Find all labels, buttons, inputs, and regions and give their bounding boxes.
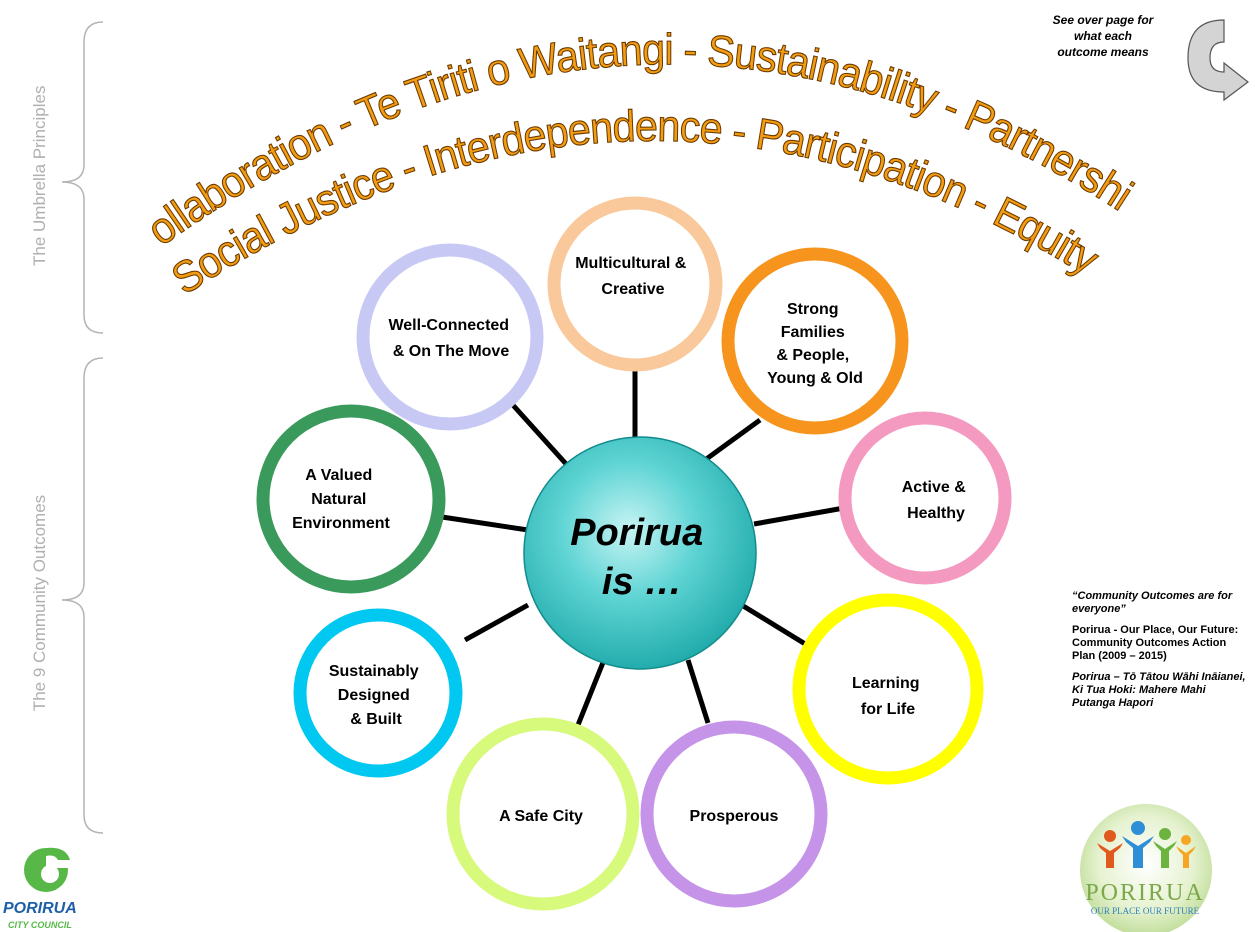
outcome-ring-strong-families bbox=[721, 247, 909, 435]
place-logo-name: PORIRUA bbox=[1085, 880, 1204, 906]
info-panel: “Community Outcomes are for everyone” Po… bbox=[1072, 590, 1250, 718]
label-line: & People, bbox=[776, 347, 849, 364]
label-line: Natural bbox=[311, 491, 366, 508]
outcome-label-sustainably-designed: Sustainably Designed & Built bbox=[329, 663, 423, 728]
outcome-rings bbox=[256, 196, 1012, 911]
curved-arrow-icon bbox=[1187, 19, 1249, 102]
label-line: & On The Move bbox=[393, 343, 510, 360]
label-line: Healthy bbox=[907, 505, 965, 522]
outcomes-bracket bbox=[61, 357, 104, 834]
label-line: Young & Old bbox=[767, 370, 863, 387]
label-line: for Life bbox=[861, 701, 915, 718]
info-maori-title: Porirua – Tō Tātou Wāhi Ināianei, Ki Tua… bbox=[1072, 671, 1246, 709]
council-logo-sub: CITY COUNCIL bbox=[8, 920, 72, 930]
label-line: Strong bbox=[787, 301, 839, 318]
outcome-labels: Multicultural & Creative Strong Families… bbox=[292, 255, 970, 825]
outcome-label-multicultural: Multicultural & Creative bbox=[575, 255, 691, 298]
outcome-ring-prosperous bbox=[640, 720, 828, 908]
outcome-ring-active-healthy bbox=[838, 411, 1012, 585]
label-line: Well-Connected bbox=[388, 317, 509, 334]
outcome-label-prosperous: Prosperous bbox=[690, 808, 779, 825]
info-plan-title: Porirua - Our Place, Our Future: Communi… bbox=[1072, 624, 1239, 662]
outcome-ring-safe-city bbox=[446, 717, 640, 911]
council-logo-name: PORIRUA bbox=[3, 900, 77, 917]
hub-circle bbox=[523, 436, 757, 670]
outcome-label-learning: Learning for Life bbox=[852, 675, 924, 718]
hub-line: is … bbox=[602, 561, 682, 603]
outcome-label-well-connected: Well-Connected & On The Move bbox=[388, 317, 513, 360]
principles-bracket bbox=[61, 21, 104, 334]
outcome-ring-learning bbox=[792, 593, 984, 785]
label-line: Environment bbox=[292, 515, 390, 532]
place-logo-sub: OUR PLACE OUR FUTURE bbox=[1091, 906, 1200, 916]
hub-line: Porirua bbox=[570, 512, 703, 554]
label-line: A Safe City bbox=[499, 808, 583, 825]
note-line: what each bbox=[1073, 29, 1133, 43]
outcome-ring-well-connected bbox=[356, 243, 544, 431]
label-line: Learning bbox=[852, 675, 920, 692]
hub-label: Porirua is … bbox=[570, 512, 714, 603]
see-over-page-note: See over page for what each outcome mean… bbox=[1018, 12, 1188, 60]
label-line: Multicultural & bbox=[575, 255, 687, 272]
label-line: Designed bbox=[338, 687, 410, 704]
outcome-ring-sustainably-designed bbox=[293, 608, 463, 778]
place-logo: PORIRUA OUR PLACE OUR FUTURE bbox=[1080, 804, 1212, 932]
outcome-label-active-healthy: Active & Healthy bbox=[902, 479, 970, 522]
outcome-label-natural-environment: A Valued Natural Environment bbox=[292, 467, 390, 532]
outcome-ring-natural-environment bbox=[256, 404, 446, 594]
info-quote: “Community Outcomes are for everyone” bbox=[1072, 590, 1233, 615]
outcome-label-strong-families: Strong Families & People, Young & Old bbox=[767, 301, 863, 387]
label-line: Creative bbox=[601, 281, 664, 298]
label-line: Active & bbox=[902, 479, 966, 496]
label-line: Sustainably bbox=[329, 663, 419, 680]
outcome-label-safe-city: A Safe City bbox=[499, 808, 583, 825]
label-line: Families bbox=[781, 324, 845, 341]
label-line: A Valued bbox=[305, 467, 372, 484]
note-line: outcome means bbox=[1057, 45, 1149, 59]
council-logo: PORIRUA CITY COUNCIL bbox=[3, 847, 77, 930]
label-line: & Built bbox=[350, 711, 402, 728]
note-line: See over page for bbox=[1052, 13, 1154, 27]
label-line: Prosperous bbox=[690, 808, 779, 825]
outcome-ring-multicultural bbox=[547, 196, 723, 372]
spokes bbox=[441, 365, 845, 731]
people-icon bbox=[1097, 821, 1196, 868]
